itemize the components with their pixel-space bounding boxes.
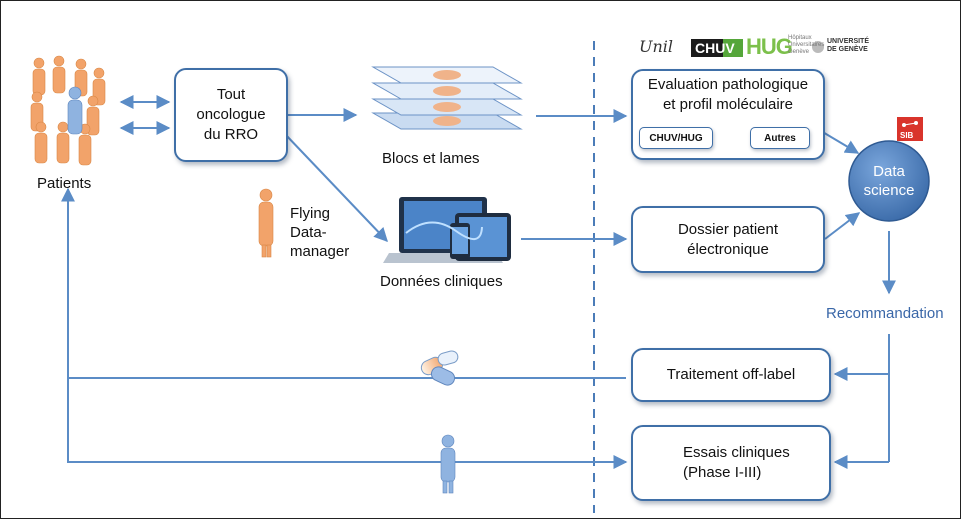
arrow-dossier-datascience bbox=[824, 212, 861, 240]
recommandation-label: Recommandation bbox=[826, 305, 944, 322]
dossier-line-1: Dossier patient bbox=[677, 220, 779, 238]
flying-line-3: manager bbox=[290, 243, 350, 260]
chuv-logo: CHUV bbox=[695, 40, 735, 56]
hopitaux-line-2: Universitaires bbox=[788, 42, 825, 48]
unige-line-1: UNIVERSITÉ bbox=[827, 38, 870, 45]
hopitaux-line-3: Genève bbox=[788, 49, 810, 55]
oncologist-line-2: oncologue bbox=[196, 106, 266, 123]
arrow-oncologist-clinical bbox=[283, 132, 388, 243]
arrow-patients-essais bbox=[67, 378, 628, 469]
flying-line-1: Flying bbox=[290, 205, 331, 222]
dossier-line-2: électronique bbox=[687, 240, 769, 258]
evaluation-line-2: et profil moléculaire bbox=[662, 96, 794, 113]
unil-logo: Unil bbox=[639, 37, 674, 56]
dossier-text: Dossier patient électronique bbox=[678, 220, 778, 260]
oncologist-line-3: du RRO bbox=[203, 126, 259, 143]
slides-stack-icon bbox=[371, 66, 523, 130]
data-science-circle bbox=[848, 140, 930, 222]
data-science-line-1: Data bbox=[873, 163, 905, 180]
essais-text: Essais cliniques (Phase I-III) bbox=[683, 443, 790, 483]
hopitaux-logo: Hôpitaux Universitaires Genève bbox=[788, 35, 824, 56]
evaluation-line-1: Evaluation pathologique bbox=[647, 76, 809, 93]
trial-person-icon bbox=[440, 434, 456, 494]
oncologist-line-1: Tout bbox=[216, 86, 246, 103]
arrow-evaluation-datascience bbox=[820, 130, 860, 154]
patients-label: Patients bbox=[37, 175, 92, 192]
essais-line-2: (Phase I-III) bbox=[683, 464, 762, 481]
clinical-data-label: Données cliniques bbox=[380, 273, 503, 290]
oncologist-text: Tout oncologue du RRO bbox=[196, 85, 265, 145]
traitement-text: Traitement off-label bbox=[666, 366, 796, 383]
chuv-hug-tag: CHUV/HUG bbox=[639, 127, 713, 149]
essais-box: Essais cliniques (Phase I-III) bbox=[631, 425, 831, 501]
flying-datamanager-icon bbox=[258, 188, 274, 258]
hopitaux-line-1: Hôpitaux bbox=[788, 35, 812, 41]
logos-banner bbox=[667, 39, 824, 58]
autres-tag: Autres bbox=[750, 127, 810, 149]
essais-line-1: Essais cliniques bbox=[683, 444, 790, 461]
traitement-box: Traitement off-label bbox=[631, 348, 831, 402]
unige-line-2: DE GENÈVE bbox=[827, 46, 868, 53]
dossier-box: Dossier patient électronique bbox=[631, 206, 825, 273]
sib-logo-icon bbox=[897, 117, 923, 141]
evaluation-text: Evaluation pathologique et profil molécu… bbox=[648, 75, 808, 115]
data-science-line-2: science bbox=[863, 182, 915, 199]
flying-label: Flying Data- manager bbox=[290, 204, 349, 261]
unige-logo: UNIVERSITÉ DE GENÈVE bbox=[827, 38, 869, 54]
patients-group-icon bbox=[30, 55, 106, 166]
blocks-label: Blocs et lames bbox=[382, 150, 480, 167]
hug-logo: HUG bbox=[746, 34, 793, 59]
devices-icon bbox=[383, 197, 511, 263]
flying-line-2: Data- bbox=[290, 224, 327, 241]
data-science-label: Data science bbox=[849, 162, 929, 200]
sib-logo-text: SIB bbox=[900, 131, 914, 140]
oncologist-box: Tout oncologue du RRO bbox=[174, 68, 288, 162]
pills-icon bbox=[420, 350, 459, 386]
